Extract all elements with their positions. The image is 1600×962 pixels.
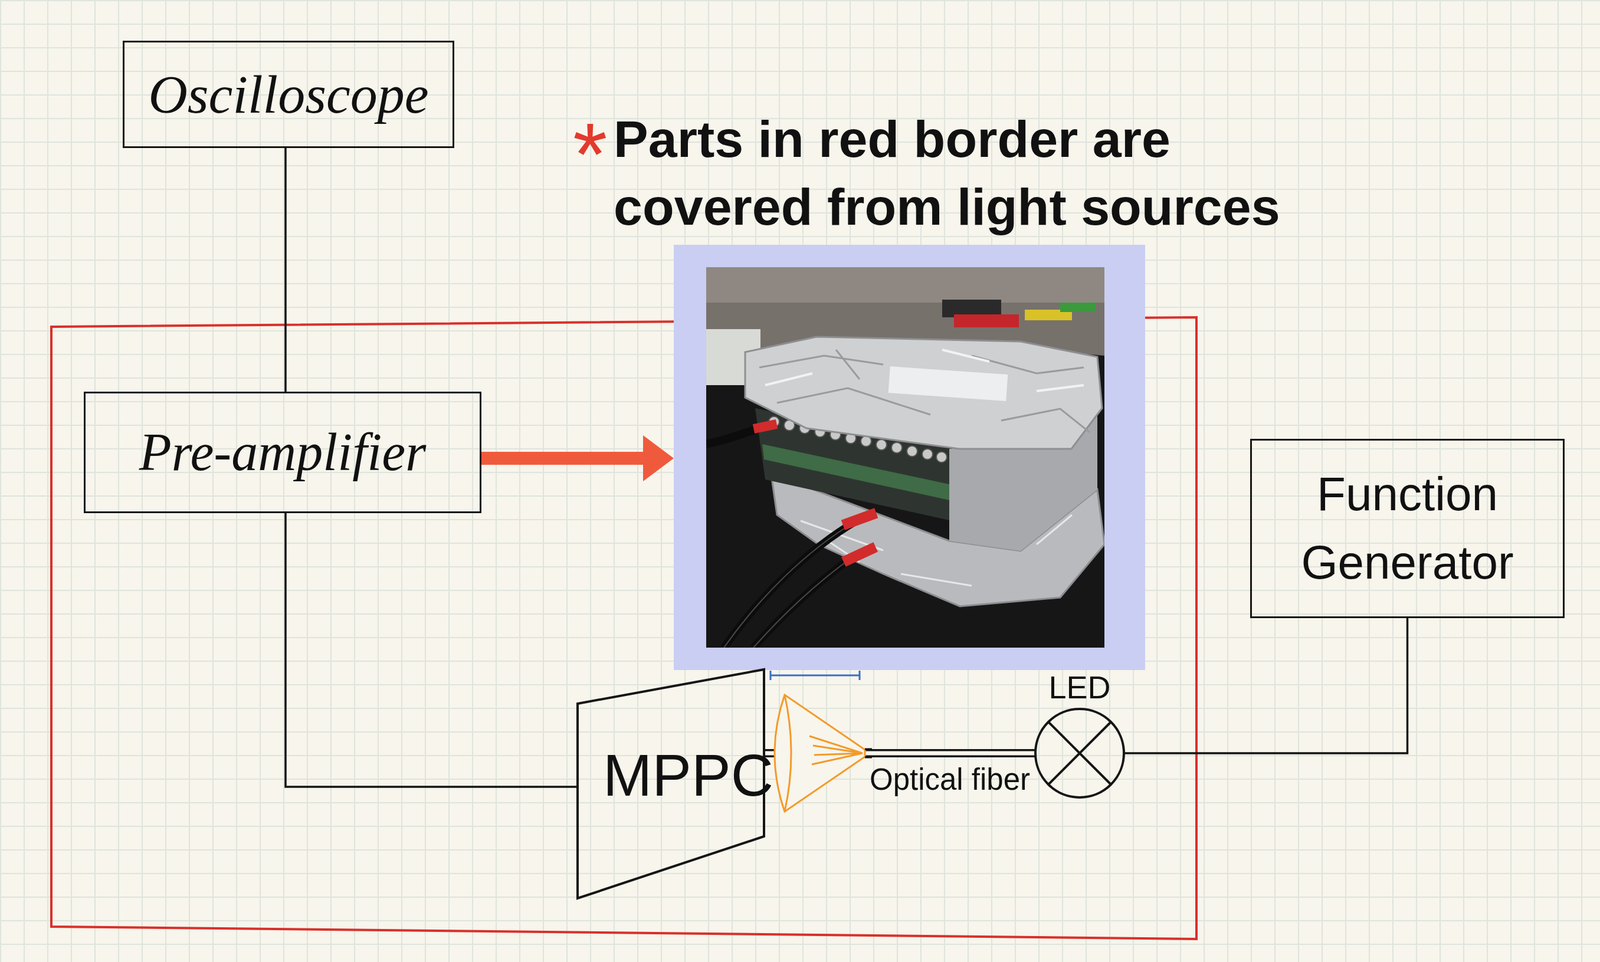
led-symbol: LED xyxy=(1033,671,1127,800)
led-circle xyxy=(1033,706,1127,800)
node-label: LED xyxy=(1033,671,1127,704)
wire-path xyxy=(285,513,578,788)
edge-label: Optical fiber xyxy=(869,763,1031,797)
node-label: Function Generator xyxy=(1267,460,1547,598)
photo-cable xyxy=(706,428,759,445)
setup-photo xyxy=(706,267,1105,648)
light-rays xyxy=(809,736,863,765)
amplifier-box: Pre-amplifier xyxy=(83,391,482,514)
pointer-arrow-head xyxy=(643,435,674,482)
photo-foil-lid xyxy=(745,336,1103,449)
light-cone xyxy=(774,694,865,812)
photo-cable xyxy=(753,556,854,648)
led-circle-outline xyxy=(1035,709,1124,798)
photo-table xyxy=(706,267,1105,648)
signal-wire xyxy=(1123,618,1408,754)
detector-shape: MPPC xyxy=(576,668,766,900)
fiber-tip xyxy=(864,749,872,758)
photo-cable-highlight xyxy=(723,520,857,648)
wire-path xyxy=(1123,618,1408,754)
photo-paper-label xyxy=(888,366,1009,402)
instrument-box: Oscilloscope xyxy=(122,40,455,149)
photo-cable-plug xyxy=(752,419,778,434)
photo-cable xyxy=(723,520,857,648)
photo-wall xyxy=(706,267,1105,303)
photo-circuit-board xyxy=(762,444,950,501)
photo-red-part xyxy=(953,314,1019,328)
signal-wire xyxy=(285,148,287,392)
pointer-arrow-shaft xyxy=(481,451,647,465)
photo-lid-crinkle xyxy=(759,349,1090,433)
node-label: Oscilloscope xyxy=(148,61,429,127)
signal-wire xyxy=(285,513,578,788)
note-asterisk: * xyxy=(572,110,608,199)
photo-frame xyxy=(673,244,1146,671)
led-cross xyxy=(1048,722,1111,785)
detector-outline-shape xyxy=(577,669,765,899)
shielding-note: Parts in red border are covered from lig… xyxy=(613,105,1322,241)
photo-cable-plug xyxy=(841,507,879,530)
generator-box: Function Generator xyxy=(1250,438,1565,619)
photo-green-cable xyxy=(1060,302,1096,313)
photo-cable-highlight xyxy=(753,556,854,648)
wire-path xyxy=(284,148,287,392)
photo-cable-plug xyxy=(841,542,878,567)
gap-bracket xyxy=(770,670,860,681)
node-label: Pre-amplifier xyxy=(139,420,427,485)
light-cone-rim xyxy=(784,694,792,812)
node-label: MPPC xyxy=(602,742,739,808)
